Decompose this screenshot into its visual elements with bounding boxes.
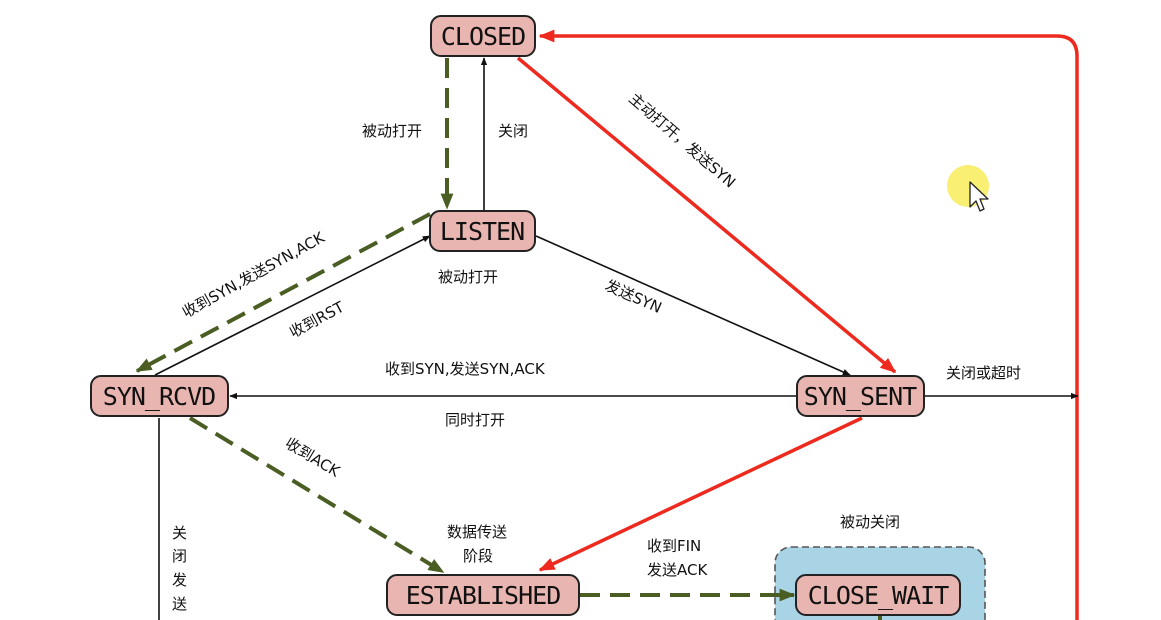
state-closed[interactable]: CLOSED [430, 15, 536, 57]
state-established[interactable]: ESTABLISHED [386, 574, 580, 616]
edge-loop-to-closed [538, 29, 1079, 620]
label-close-top: 关闭 [498, 122, 528, 140]
label-vertical-2: 闭 [172, 547, 187, 565]
cursor-highlight [947, 165, 989, 207]
state-established-label: ESTABLISHED [406, 581, 561, 610]
label-vertical-1: 关 [172, 524, 187, 542]
label-data-transfer-1: 数据传送 [447, 523, 507, 541]
label-close-or-timeout: 关闭或超时 [946, 364, 1021, 382]
label-simultaneous-open: 同时打开 [445, 411, 505, 429]
edge-syn-sent-to-established [538, 416, 863, 572]
label-send-ack: 发送ACK [647, 561, 708, 579]
label-passive-close: 被动关闭 [840, 513, 900, 531]
state-close-wait[interactable]: CLOSE_WAIT [795, 574, 961, 616]
label-data-transfer-2: 阶段 [463, 547, 493, 565]
label-active-open-send-syn: 主动打开，发送SYN [625, 89, 739, 191]
state-listen-label: LISTEN [440, 217, 524, 246]
state-closed-label: CLOSED [441, 22, 525, 51]
label-vertical-3: 发 [172, 571, 187, 589]
label-recv-syn-send-syn-ack-mid: 收到SYN,发送SYN,ACK [385, 360, 546, 378]
state-syn-rcvd-label: SYN_RCVD [103, 382, 215, 411]
label-recv-fin: 收到FIN [647, 537, 701, 555]
mouse-pointer-icon [969, 181, 989, 212]
edge-listen-to-syn-sent [535, 235, 851, 376]
label-recv-ack: 收到ACK [282, 434, 344, 481]
state-listen[interactable]: LISTEN [429, 210, 536, 252]
state-syn-sent[interactable]: SYN_SENT [796, 375, 925, 417]
state-syn-rcvd[interactable]: SYN_RCVD [90, 375, 229, 417]
label-vertical-4: 送 [172, 595, 187, 613]
label-passive-open-top: 被动打开 [362, 122, 422, 140]
edge-syn-rcvd-to-listen [154, 235, 431, 376]
label-send-syn: 发送SYN [602, 276, 664, 317]
state-close-wait-label: CLOSE_WAIT [808, 581, 949, 610]
label-passive-open-under-listen: 被动打开 [438, 268, 498, 286]
edge-syn-rcvd-to-established [188, 416, 445, 574]
edge-listen-to-syn-rcvd [135, 212, 431, 373]
state-syn-sent-label: SYN_SENT [804, 382, 917, 411]
edge-closed-to-syn-sent [516, 56, 897, 374]
